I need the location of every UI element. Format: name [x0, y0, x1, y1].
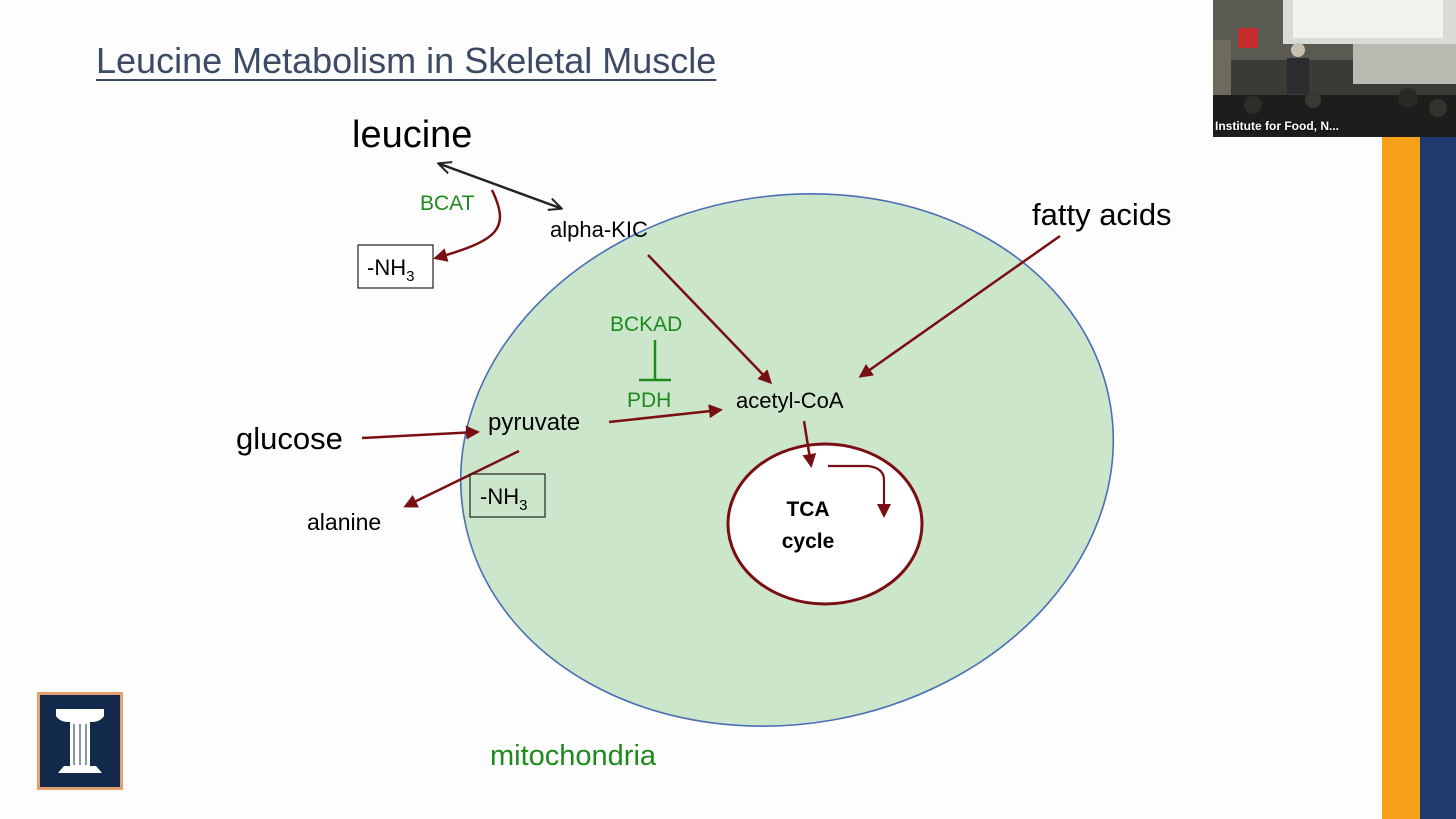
speaker-video-tile[interactable]: Institute for Food, N...	[1213, 0, 1456, 137]
pyruvate-to-acetylcoa-arrow	[608, 404, 723, 424]
navy-stripe	[1420, 137, 1456, 819]
fatty-acids-label: fatty acids	[1032, 197, 1172, 232]
university-logo	[37, 692, 123, 790]
bcat-nh3-arrow	[433, 189, 502, 262]
tca-cycle-circle	[726, 442, 924, 606]
nh3-bottom-text: -NH	[480, 484, 519, 509]
metabolism-diagram: leucine BCAT alpha-KIC -NH3 fatty acids …	[236, 114, 1172, 772]
bcat-label: BCAT	[420, 192, 475, 215]
kic-to-acetylcoa-arrow	[647, 254, 773, 385]
glucose-to-pyruvate-arrow	[361, 425, 480, 440]
pdh-label: PDH	[627, 389, 671, 412]
nh3-top-subscript: 3	[406, 268, 414, 285]
nh3-bottom-label: -NH3	[480, 484, 527, 514]
leucine-kic-double-arrow	[440, 164, 560, 208]
nh3-bottom-subscript: 3	[519, 497, 527, 514]
fattyacids-to-acetylcoa-arrow	[858, 234, 1061, 378]
leucine-label: leucine	[352, 114, 472, 156]
acetylcoa-to-tca-arrow	[802, 420, 817, 468]
glucose-label: glucose	[236, 421, 343, 456]
acetyl-coa-label: acetyl-CoA	[736, 388, 844, 413]
tca-label-line2: cycle	[782, 530, 835, 553]
alpha-kic-label: alpha-KIC	[550, 217, 648, 242]
pyruvate-label: pyruvate	[488, 409, 580, 436]
nh3-box-top	[357, 244, 434, 289]
video-frame-image	[1213, 0, 1456, 137]
bckad-label: BCKAD	[610, 313, 682, 336]
nh3-top-label: -NH3	[367, 255, 414, 285]
nh3-box-bottom	[469, 473, 546, 518]
tca-label-line1: TCA	[786, 498, 829, 521]
video-caption: Institute for Food, N...	[1215, 119, 1339, 133]
tca-inner-arrow	[828, 464, 891, 518]
nh3-top-text: -NH	[367, 255, 406, 280]
alanine-label: alanine	[307, 509, 381, 535]
mitochondria-label: mitochondria	[490, 740, 657, 772]
orange-stripe	[1382, 137, 1420, 819]
column-logo-icon	[56, 709, 104, 773]
slide-title: Leucine Metabolism in Skeletal Muscle	[96, 40, 717, 81]
pyruvate-to-alanine-arrow	[403, 449, 520, 508]
